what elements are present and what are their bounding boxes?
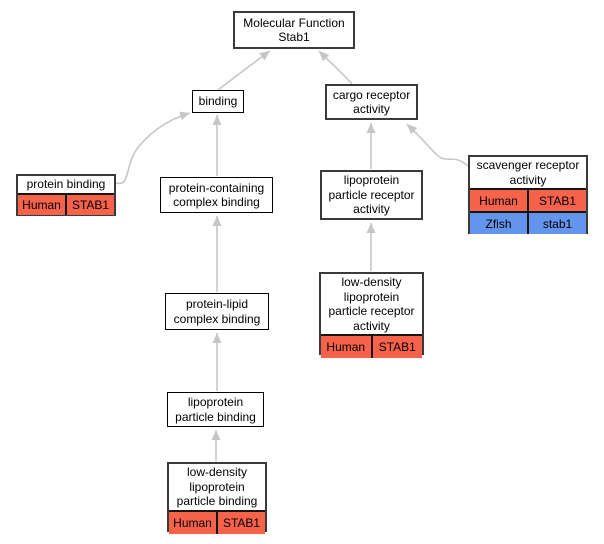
node-label: low-density lipoprotein particle binding — [176, 465, 258, 508]
gene-cell: STAB1 — [527, 190, 586, 211]
edge-cargo-receptor-to-molecular-function — [318, 50, 353, 85]
node-binding[interactable]: binding — [192, 90, 244, 113]
annotation-row-human[interactable]: Human STAB1 — [321, 334, 422, 358]
node-protein-binding[interactable]: protein binding Human STAB1 — [16, 174, 116, 216]
node-low-density-lipoprotein-particle-receptor-activity[interactable]: low-density lipoprotein particle recepto… — [319, 272, 424, 358]
node-label: cargo receptor activity — [332, 87, 411, 117]
gene-cell: STAB1 — [216, 511, 265, 534]
node-low-density-lipoprotein-particle-binding[interactable]: low-density lipoprotein particle binding… — [167, 462, 267, 534]
gene-cell: stab1 — [527, 213, 586, 234]
node-label: Molecular Function Stab1 — [243, 15, 345, 45]
node-cargo-receptor-activity[interactable]: cargo receptor activity — [325, 84, 418, 120]
node-label: binding — [198, 94, 238, 109]
node-protein-containing-complex-binding[interactable]: protein-containing complex binding — [160, 177, 273, 213]
annotation-row-human[interactable]: Human STAB1 — [18, 192, 114, 215]
species-cell: Human — [326, 340, 366, 354]
node-label: protein binding — [26, 177, 106, 191]
node-lipoprotein-particle-binding[interactable]: lipoprotein particle binding — [167, 392, 264, 427]
node-scavenger-receptor-activity[interactable]: scavenger receptor activity Human STAB1 … — [468, 155, 588, 234]
edge-binding-to-molecular-function — [217, 50, 271, 91]
species-cell: Human — [173, 515, 212, 530]
node-label: protein-lipid complex binding — [173, 297, 261, 326]
node-lipoprotein-particle-receptor-activity[interactable]: lipoprotein particle receptor activity — [320, 170, 423, 220]
node-label: scavenger receptor activity — [476, 158, 580, 187]
species-cell: Human — [22, 197, 61, 212]
annotation-row-zfish[interactable]: Zfish stab1 — [470, 211, 586, 234]
node-label: protein-containing complex binding — [168, 180, 265, 210]
node-label: lipoprotein particle binding — [175, 395, 256, 424]
annotation-row-human[interactable]: Human STAB1 — [169, 509, 265, 534]
node-molecular-function-stab1[interactable]: Molecular Function Stab1 — [233, 11, 355, 49]
edge-protein-binding-to-binding — [115, 111, 191, 185]
gene-cell: STAB1 — [370, 336, 423, 358]
edge-scavenger-receptor-to-cargo-receptor — [406, 123, 469, 167]
species-cell: Zfish — [485, 216, 512, 231]
gene-cell: STAB1 — [65, 194, 114, 215]
node-label: lipoprotein particle receptor activity — [328, 173, 415, 217]
annotation-row-human[interactable]: Human STAB1 — [470, 188, 586, 211]
node-protein-lipid-complex-binding[interactable]: protein-lipid complex binding — [165, 293, 269, 330]
species-cell: Human — [479, 193, 518, 208]
node-label: low-density lipoprotein particle recepto… — [328, 275, 415, 333]
